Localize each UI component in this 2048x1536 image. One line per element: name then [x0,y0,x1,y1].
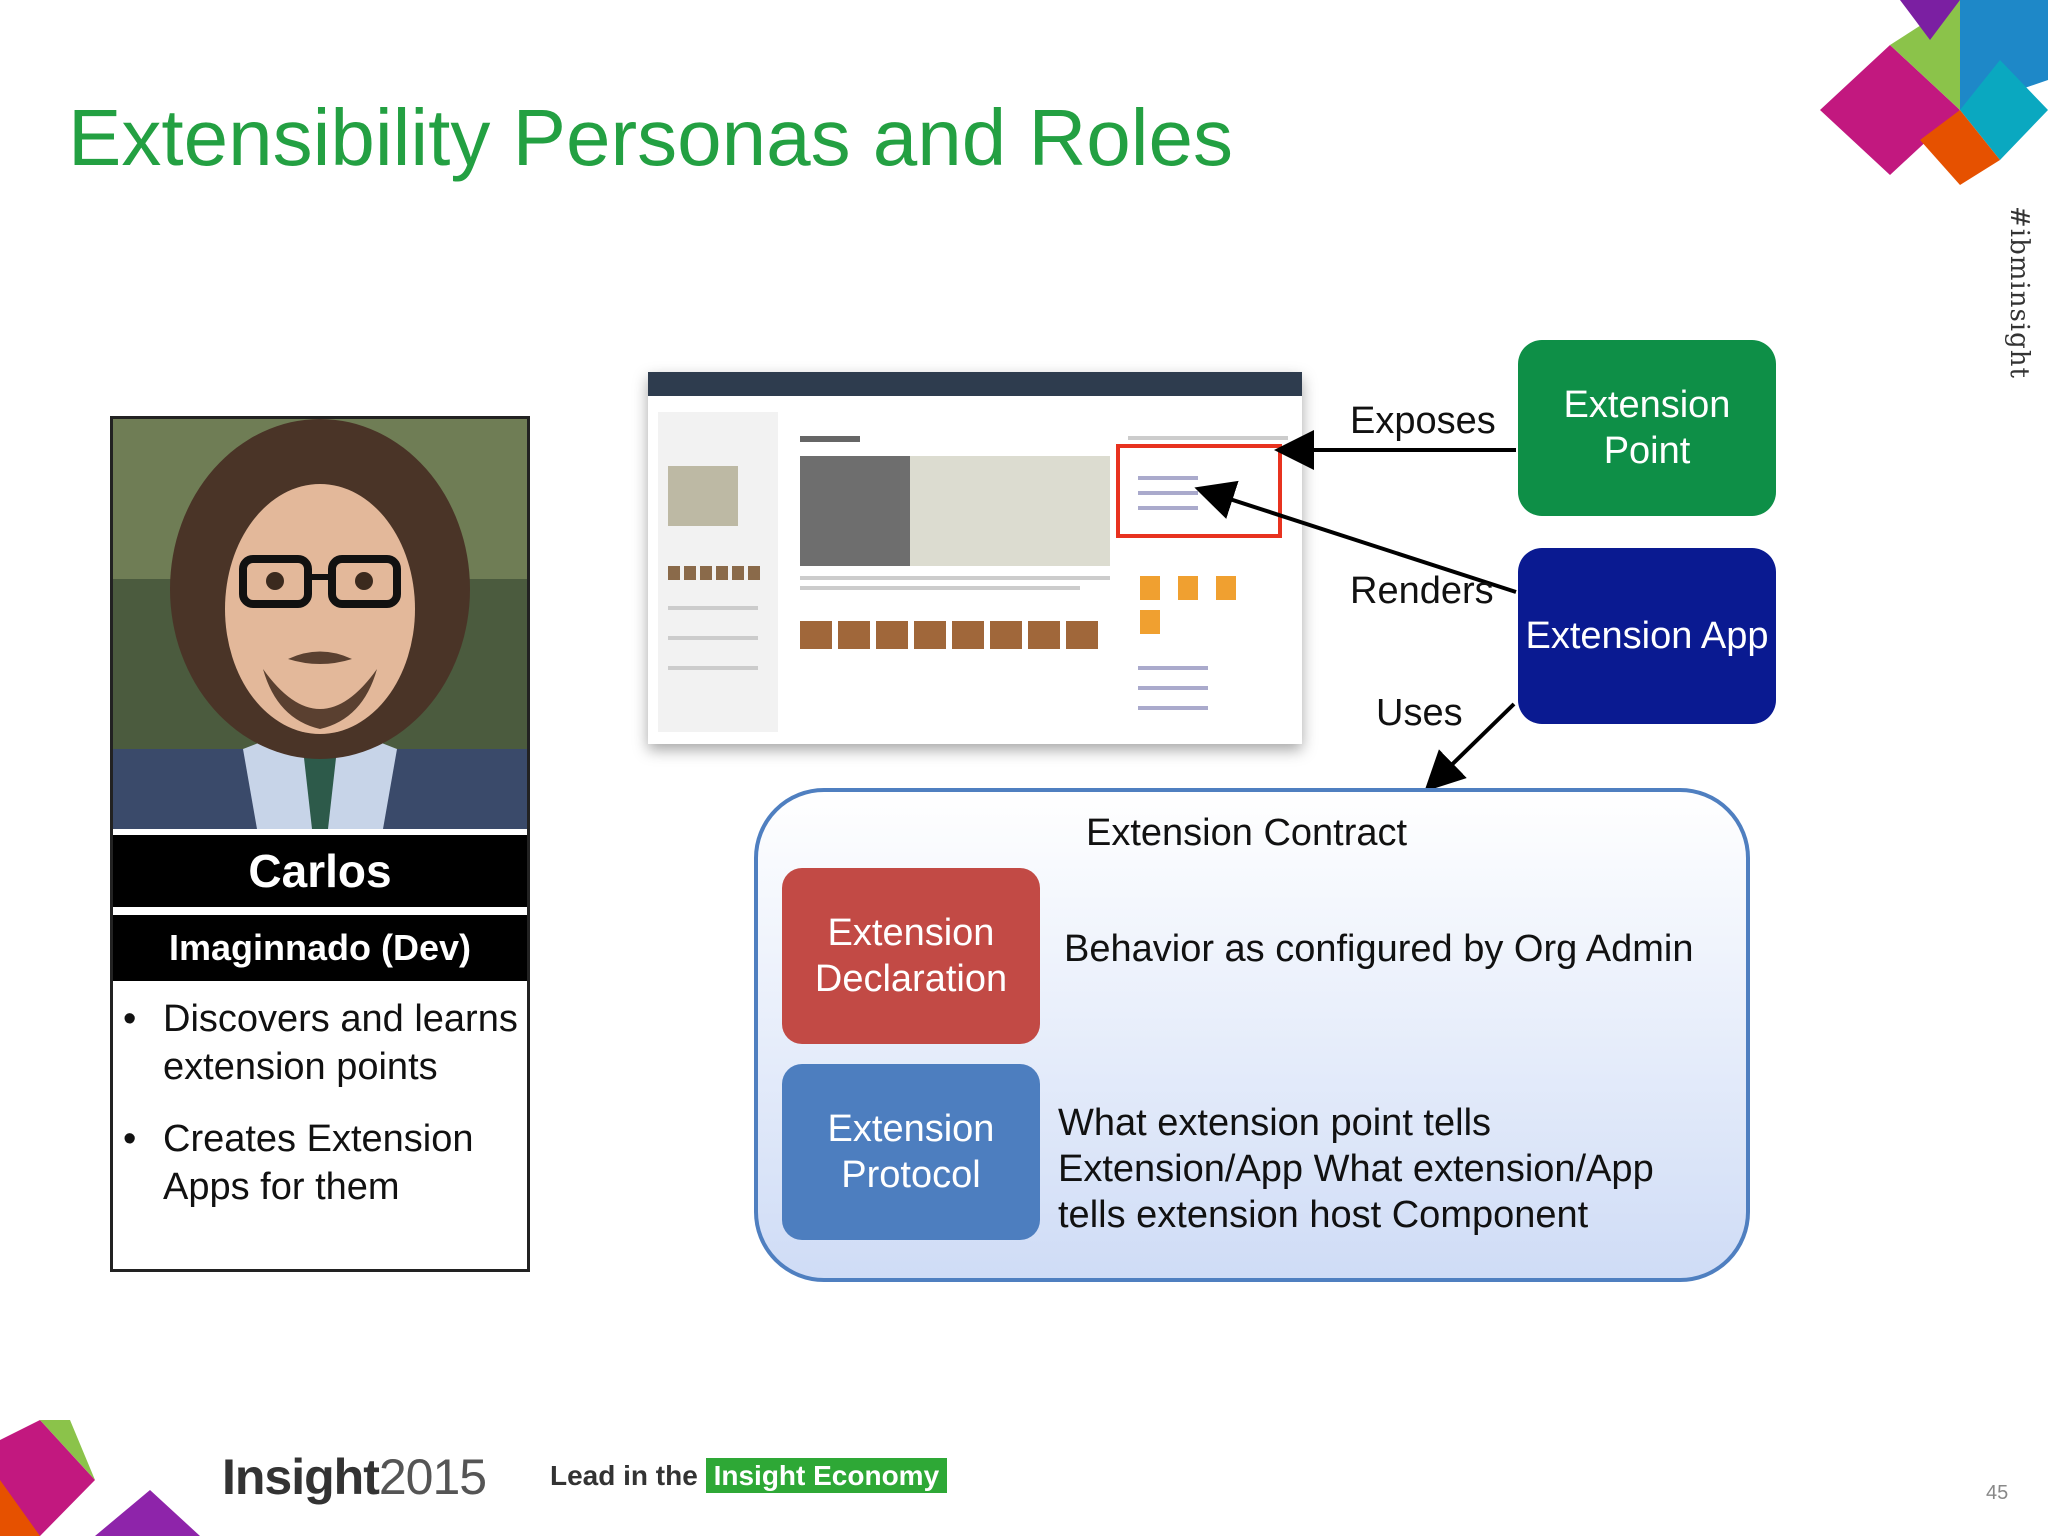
insight-logo: Insight2015 [222,1449,487,1505]
renders-label: Renders [1350,570,1494,612]
list-item: •Discovers and learns extension points [123,998,518,1088]
exposes-label: Exposes [1350,400,1496,442]
persona-photo [113,419,527,829]
extension-declaration-box: Extension Declaration [782,868,1040,1044]
uses-arrow [1424,702,1516,792]
behavior-text: Behavior as configured by Org Admin [1064,928,1694,970]
persona-name: Carlos [113,835,527,907]
persona-role: Imaginnado (Dev) [113,915,527,981]
persona-card: Carlos Imaginnado (Dev) •Discovers and l… [110,416,530,1272]
thumbnail-content [648,396,1302,744]
renders-arrow [1194,480,1517,594]
slide-title: Extensibility Personas and Roles [68,93,1234,182]
corner-decoration-top-right [1820,0,2048,185]
uses-label: Uses [1376,692,1463,734]
page-number: 45 [1986,1482,2009,1504]
lead-tagline: Lead in the Insight Economy [550,1458,948,1493]
list-item: •Creates Extension Apps for them [123,1118,474,1208]
protocol-description: What extension point tells Extension/App… [1058,1102,1654,1236]
extension-contract-title: Extension Contract [1086,812,1408,854]
persona-bullet-list: •Discovers and learns extension points •… [113,995,527,1235]
corner-decoration-bottom-left [0,1420,200,1536]
extension-protocol-box: Extension Protocol [782,1064,1040,1240]
app-screenshot-thumbnail [648,372,1302,744]
thumbnail-topbar [648,372,1302,396]
extension-app-box: Extension App [1518,548,1776,724]
highlighted-extension-area [1116,444,1282,538]
extension-point-box: Extension Point [1518,340,1776,516]
